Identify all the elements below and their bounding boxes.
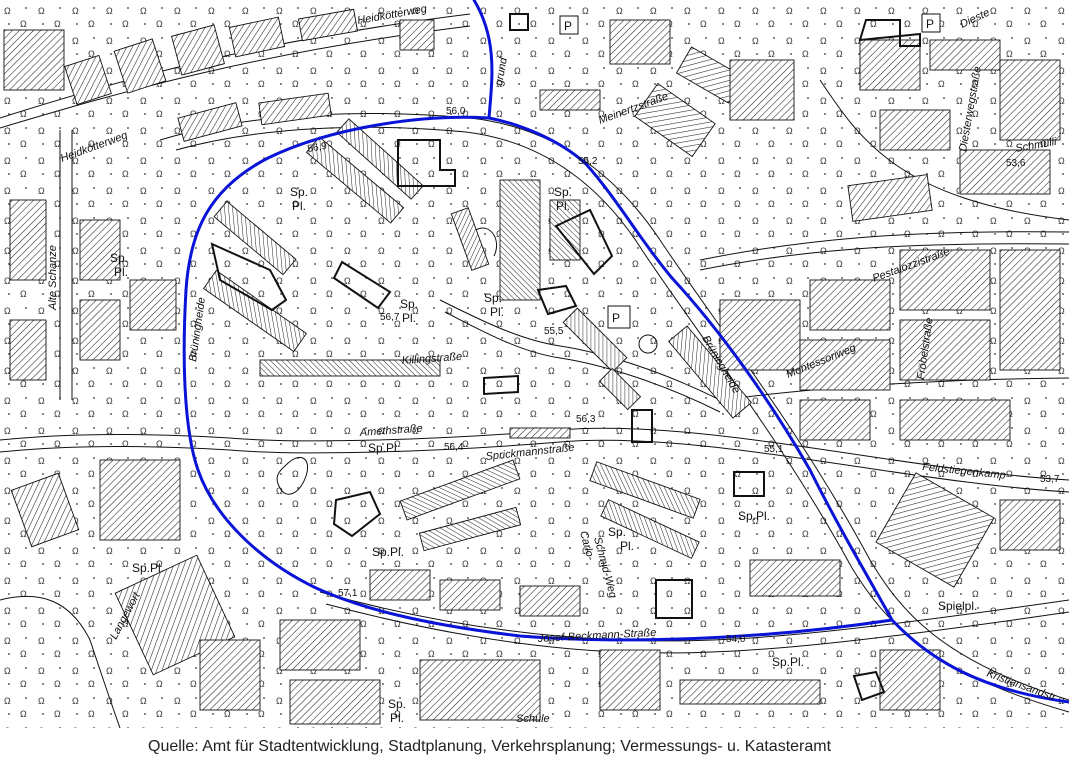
label-pl-2: Pl. <box>556 199 570 213</box>
label-pl-3: Pl. <box>114 265 128 279</box>
city-map: Ω Ω <box>0 0 1069 728</box>
label-pl-4: Pl. <box>402 311 416 325</box>
parking-label-1: P <box>564 19 572 33</box>
parking-label-2: P <box>926 17 934 31</box>
label-sp-6: Sp. <box>608 525 626 539</box>
elev-11: 57,1 <box>338 588 358 599</box>
label-sp-2: Sp. <box>554 185 572 199</box>
label-pl-7: Pl. <box>390 711 404 725</box>
label-pl-1: Pl. <box>292 199 306 213</box>
elev-9: 55,1 <box>764 444 784 455</box>
label-amethstrasse: Amethstraße <box>358 423 423 439</box>
label-sp-1: Sp. <box>290 185 308 199</box>
boundary-north-spur <box>472 0 494 120</box>
label-killingstrasse: Killingstraße <box>401 351 462 367</box>
planning-boundary <box>182 0 1069 704</box>
label-sp-4: Sp. <box>400 297 418 311</box>
elev-8: 56,4 <box>444 442 464 453</box>
source-credit: Quelle: Amt für Stadtentwicklung, Stadtp… <box>148 738 832 755</box>
label-sppl-4: Sp.Pl. <box>738 509 770 523</box>
place-labels: Sp. Pl. Sp. Pl. Sp. Pl. Sp. Pl. Sp. Pl. … <box>110 185 977 725</box>
elev-3: 55,2 <box>578 156 598 167</box>
street-network <box>0 13 1069 728</box>
elev-1: 56,0 <box>446 106 466 117</box>
label-sp-5: Sp. <box>484 291 502 305</box>
elev-12: 54,0 <box>726 634 746 645</box>
boundary-east-spur <box>890 618 1069 704</box>
label-schule: Schule <box>516 713 550 725</box>
outlined-buildings <box>210 13 921 702</box>
elevation-labels: 56,0 56,9 55,2 53,6 56,7 55,5 56,3 56,4 … <box>307 106 1060 645</box>
elev-4: 53,6 <box>1006 158 1026 169</box>
parking-areas: P P P <box>559 13 941 329</box>
label-sppl-2: Sp.Pl. <box>372 545 404 559</box>
elev-10: 53,7 <box>1040 474 1060 485</box>
label-grund: grund <box>493 56 510 87</box>
parking-label-3: P <box>612 311 620 325</box>
map-canvas: Ω Ω <box>0 0 1069 728</box>
elev-5: 56,7 <box>380 312 400 323</box>
buildings <box>3 8 1061 725</box>
label-sppl-5: Sp.Pl. <box>772 655 804 669</box>
label-sppl-1: Sp.Pl. <box>368 441 400 455</box>
boundary-line <box>182 115 894 642</box>
misc-features <box>276 227 658 495</box>
label-pl-5: Pl. <box>490 305 504 319</box>
elev-6: 55,5 <box>544 326 564 337</box>
elev-7: 56,3 <box>576 414 596 425</box>
label-spielpl: Spielpl. <box>938 599 977 613</box>
label-pl-6: Pl. <box>620 539 634 553</box>
label-sppl-3: Sp.Pl. <box>132 561 164 575</box>
label-sp-7: Sp. <box>388 697 406 711</box>
label-sp-3: Sp. <box>110 251 128 265</box>
elev-2: 56,9 <box>307 141 329 155</box>
label-alte-schanze: Alte Schanze <box>47 245 59 311</box>
